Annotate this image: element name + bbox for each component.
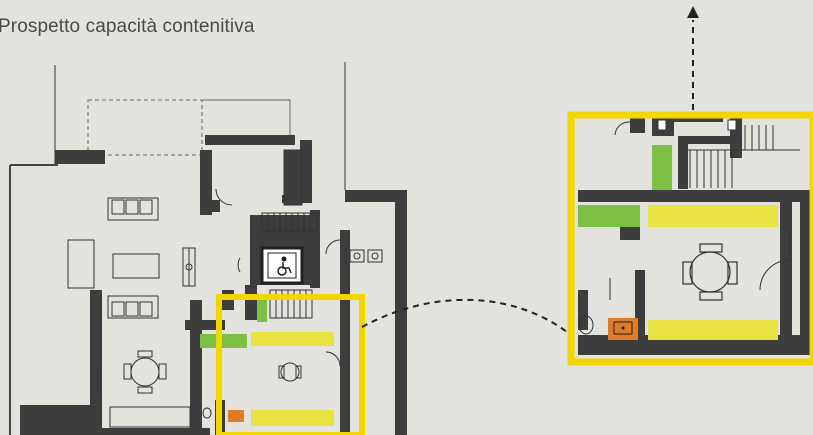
color-zones-main	[200, 300, 334, 426]
walls	[20, 135, 407, 435]
stairs-main	[261, 149, 318, 319]
living-room-furniture	[67, 197, 196, 319]
elevator	[260, 246, 304, 285]
page-title: Prospetto capacità contenitiva	[0, 16, 255, 37]
highlight-frame-large	[567, 111, 813, 366]
zoomed-detail	[578, 118, 812, 355]
highlight-frame-small	[216, 294, 365, 435]
small-round-table	[278, 362, 302, 382]
door-arcs	[97, 188, 341, 392]
wheelchair-icon	[277, 256, 292, 276]
arrow-up-icon	[687, 6, 699, 110]
dining-table	[109, 350, 191, 428]
connector-curve	[361, 298, 568, 333]
main-floor-plan	[9, 62, 346, 435]
bathroom-fixtures	[202, 249, 383, 419]
